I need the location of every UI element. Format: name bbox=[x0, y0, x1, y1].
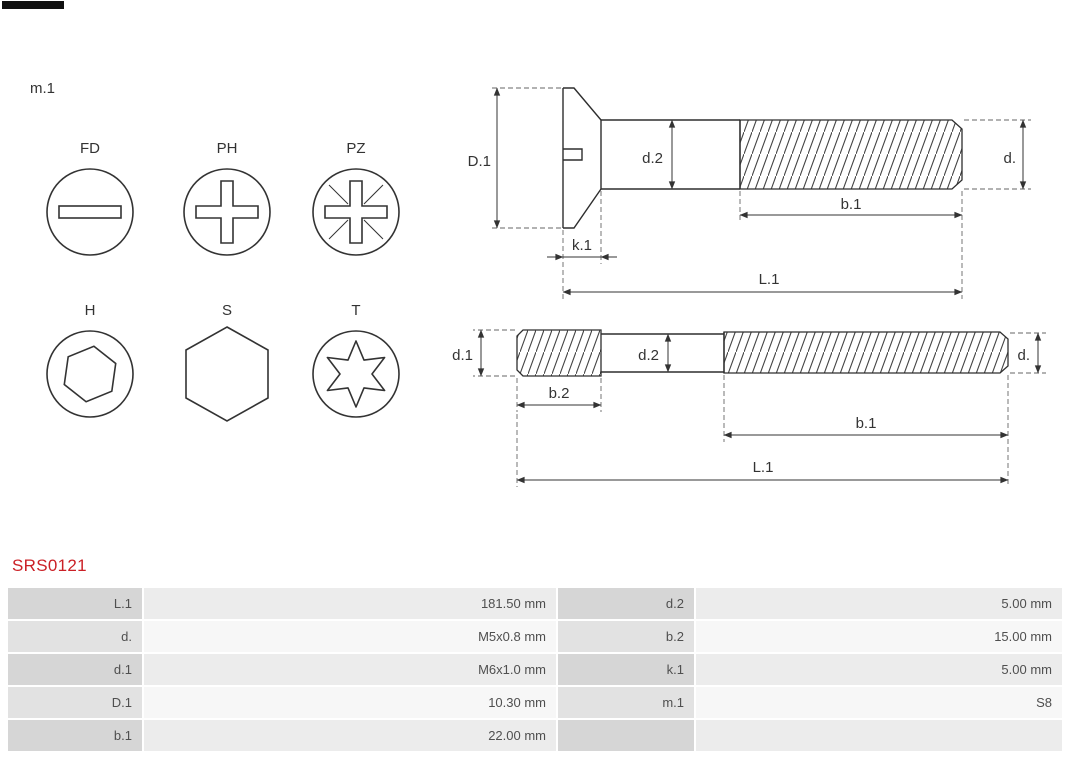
phillips-head-circle bbox=[183, 168, 271, 256]
spec-value-cell bbox=[696, 720, 1062, 751]
spec-label-cell: D.1 bbox=[8, 687, 142, 718]
pozidriv-cross-icon bbox=[324, 180, 388, 244]
spec-value-cell: S8 bbox=[696, 687, 1062, 718]
dim-label-d: d. bbox=[1017, 347, 1030, 364]
head-type-label-h: H bbox=[85, 302, 96, 319]
head-type-icon-torx: T bbox=[312, 302, 400, 418]
spec-value-cell: M6x1.0 mm bbox=[144, 654, 556, 685]
pozidriv-tick-lines bbox=[328, 184, 384, 240]
screw-thread-section bbox=[739, 119, 963, 190]
screw-head-outline bbox=[562, 87, 602, 229]
m1-label: m.1 bbox=[30, 80, 56, 97]
stud-right-thread-section bbox=[723, 331, 1009, 374]
hex-external-icon bbox=[185, 326, 269, 422]
countersunk-screw-drawing: D.1 d.2 d. b.1 k.1 L.1 bbox=[468, 87, 1031, 299]
dim-label-d1: d.1 bbox=[452, 347, 473, 364]
head-type-icon-hex-socket: H bbox=[46, 302, 134, 418]
spec-label-cell: k.1 bbox=[558, 654, 694, 685]
spec-value-cell: 5.00 mm bbox=[696, 654, 1062, 685]
stud-shank-outline bbox=[601, 332, 725, 373]
dim-label-k1: k.1 bbox=[572, 237, 592, 254]
extension-lines bbox=[473, 329, 1046, 487]
hex-socket-icon bbox=[63, 345, 117, 403]
spec-value-cell: 22.00 mm bbox=[144, 720, 556, 751]
screw-shank-outline bbox=[600, 119, 741, 190]
spec-label-cell: b.1 bbox=[8, 720, 142, 751]
screw-slot-notch bbox=[563, 148, 583, 161]
head-type-icon-phillips: PH bbox=[183, 140, 271, 256]
spec-label-cell: d.1 bbox=[8, 654, 142, 685]
head-type-label-t: T bbox=[351, 302, 360, 319]
dim-label-d: d. bbox=[1003, 150, 1016, 167]
spec-value-cell: 5.00 mm bbox=[696, 588, 1062, 619]
pozidriv-head-circle bbox=[312, 168, 400, 256]
hex-socket-circle bbox=[46, 330, 134, 418]
technical-drawing: FD PH PZ H bbox=[46, 87, 1046, 487]
head-type-icon-pozidriv: PZ bbox=[312, 140, 400, 256]
spec-label-cell: b.2 bbox=[558, 621, 694, 652]
product-code: SRS0121 bbox=[12, 556, 87, 575]
head-type-label-s: S bbox=[222, 302, 232, 319]
spec-value-cell: 181.50 mm bbox=[144, 588, 556, 619]
slot-icon bbox=[58, 205, 122, 219]
head-type-label-fd: FD bbox=[80, 140, 100, 157]
dim-label-b2: b.2 bbox=[549, 385, 570, 402]
torx-star-icon bbox=[326, 340, 386, 408]
spec-label-cell: m.1 bbox=[558, 687, 694, 718]
spec-label-cell: d.2 bbox=[558, 588, 694, 619]
stud-left-thread-section bbox=[516, 329, 602, 377]
dim-label-d2: d.2 bbox=[642, 150, 663, 167]
dim-label-L1: L.1 bbox=[759, 271, 780, 288]
spec-label-cell: L.1 bbox=[8, 588, 142, 619]
head-type-label-ph: PH bbox=[217, 140, 238, 157]
spec-value-cell: 10.30 mm bbox=[144, 687, 556, 718]
torx-circle bbox=[312, 330, 400, 418]
dim-label-b1: b.1 bbox=[856, 415, 877, 432]
spec-value-cell: M5x0.8 mm bbox=[144, 621, 556, 652]
spec-label-cell bbox=[558, 720, 694, 751]
stud-drawing: d.1 d.2 d. b.2 b.1 L.1 bbox=[452, 329, 1046, 487]
head-type-icon-hex-external: S bbox=[185, 302, 269, 422]
extension-lines bbox=[489, 87, 1031, 299]
phillips-cross-icon bbox=[195, 180, 259, 244]
dim-label-d2: d.2 bbox=[638, 347, 659, 364]
spec-label-cell: d. bbox=[8, 621, 142, 652]
top-left-logo-fragment bbox=[2, 1, 64, 9]
dim-label-D1: D.1 bbox=[468, 153, 491, 170]
slotted-head-circle bbox=[46, 168, 134, 256]
dim-label-L1: L.1 bbox=[753, 459, 774, 476]
head-type-label-pz: PZ bbox=[346, 140, 365, 157]
screw-head-icons: FD PH PZ H bbox=[46, 140, 400, 422]
spec-value-cell: 15.00 mm bbox=[696, 621, 1062, 652]
spec-table: L.1 181.50 mm d.2 5.00 mm d. M5x0.8 mm b… bbox=[8, 588, 1062, 751]
head-type-icon-slotted: FD bbox=[46, 140, 134, 256]
dim-label-b1: b.1 bbox=[841, 196, 862, 213]
